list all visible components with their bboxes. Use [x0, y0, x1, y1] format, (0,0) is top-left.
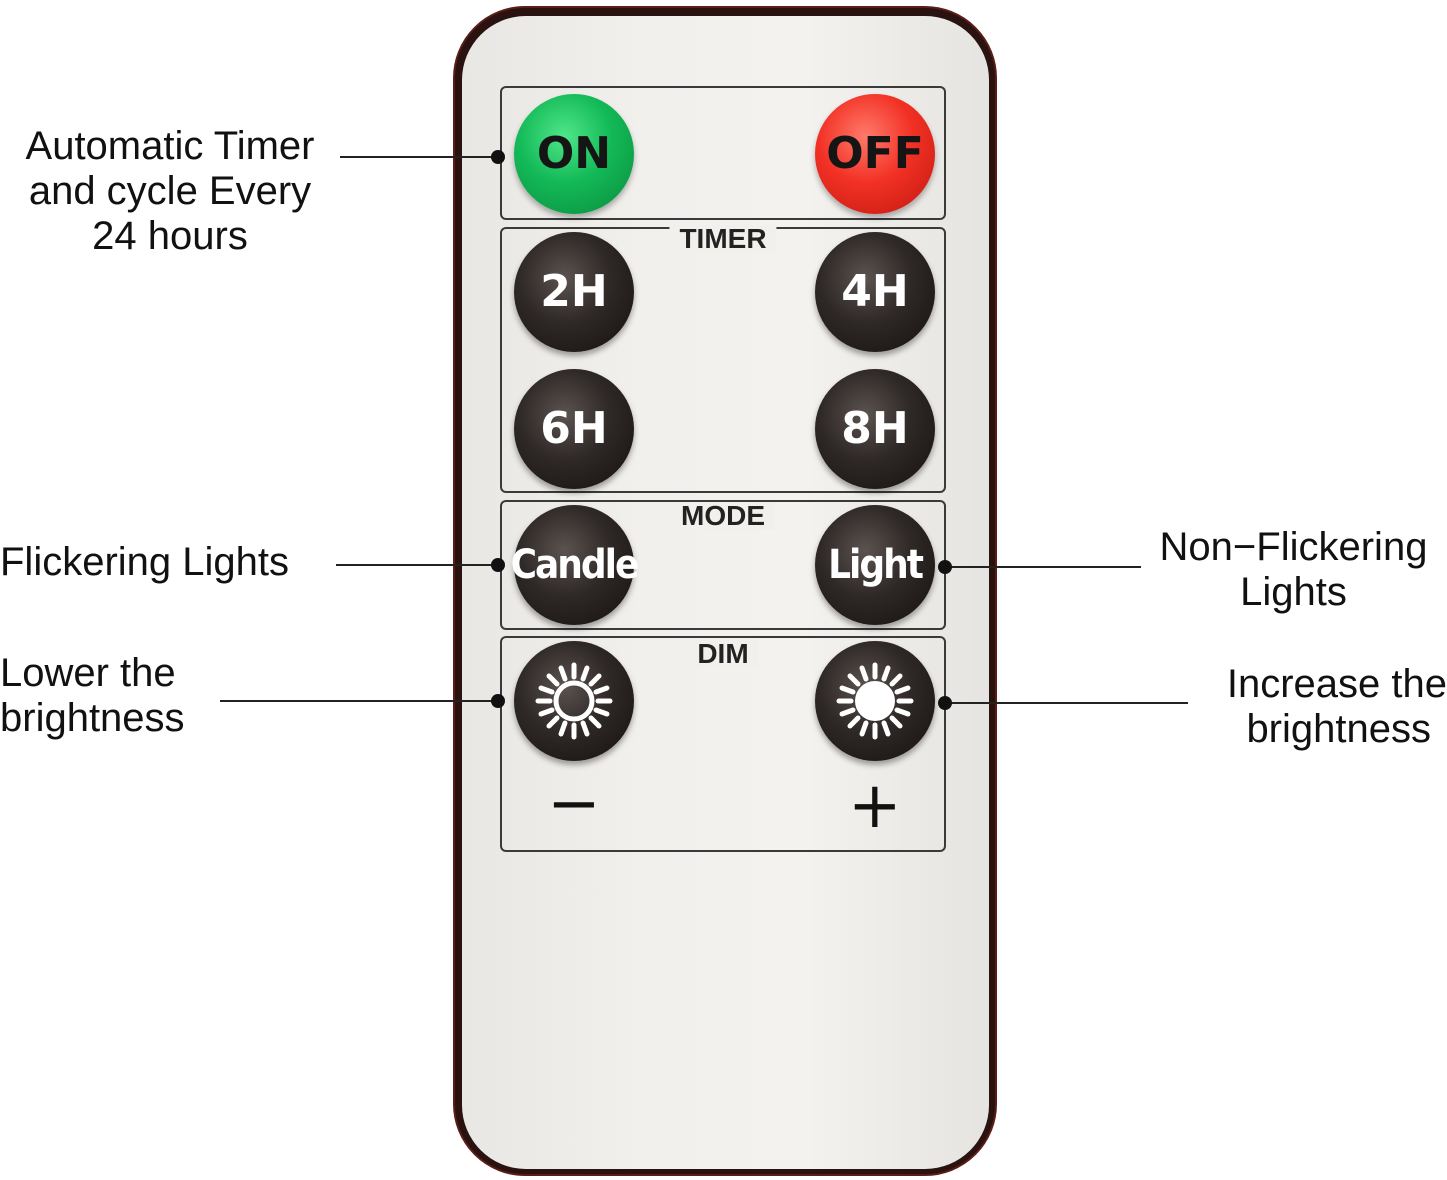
- leader-dot-flickering: [491, 558, 505, 572]
- leader-line-flickering: [336, 564, 498, 566]
- callout-timer-line-2: and cycle Every: [28, 169, 312, 213]
- callout-flickering-text: Flickering Lights: [0, 540, 290, 584]
- callout-lower-line-1: Lower the: [0, 651, 176, 695]
- timer-panel-title: TIMER: [669, 225, 777, 253]
- callout-lower-line-2: brightness: [0, 696, 185, 740]
- candle-mode-label: Candle: [510, 542, 640, 588]
- light-mode-label: Light: [828, 542, 924, 588]
- callout-non-flickering-line-1: Non−Flickering: [1159, 525, 1428, 569]
- timer-4h-button[interactable]: 4H: [815, 232, 935, 352]
- candle-mode-button[interactable]: Candle: [511, 505, 639, 625]
- minus-sign: −: [547, 767, 601, 841]
- off-button-label: OFF: [826, 128, 924, 179]
- callout-non-flickering-line-2: Lights: [1240, 570, 1347, 614]
- dim-panel: DIM: [500, 636, 946, 852]
- leader-dot-timer: [491, 150, 505, 164]
- callout-timer-line-3: 24 hours: [92, 214, 248, 258]
- brightness-down-button[interactable]: [514, 641, 634, 761]
- callout-flickering: Flickering Lights: [0, 540, 289, 585]
- leader-line-non-flickering: [945, 566, 1141, 568]
- on-button-label: ON: [536, 128, 612, 179]
- timer-2h-button[interactable]: 2H: [514, 232, 634, 352]
- light-mode-button[interactable]: Light: [815, 505, 935, 625]
- callout-increase-brightness: Increase the brightness: [1192, 662, 1447, 752]
- leader-line-increase: [945, 702, 1188, 704]
- timer-4h-label: 4H: [841, 266, 909, 317]
- sun-outline-icon: [535, 662, 613, 740]
- callout-non-flickering: Non−Flickering Lights: [1140, 525, 1447, 615]
- callout-timer-line-1: Automatic Timer: [25, 124, 315, 168]
- sun-filled-icon: [836, 662, 914, 740]
- mode-panel-title: MODE: [671, 502, 775, 530]
- timer-2h-label: 2H: [540, 266, 608, 317]
- timer-8h-button[interactable]: 8H: [815, 369, 935, 489]
- dim-panel-title: DIM: [687, 640, 759, 668]
- leader-dot-non-flickering: [938, 560, 952, 574]
- leader-line-lower: [220, 700, 498, 702]
- callout-increase-line-2: brightness: [1246, 707, 1431, 751]
- timer-6h-label: 6H: [540, 403, 608, 454]
- timer-6h-button[interactable]: 6H: [514, 369, 634, 489]
- off-button[interactable]: OFF: [815, 94, 935, 214]
- brightness-up-button[interactable]: [815, 641, 935, 761]
- leader-dot-lower: [491, 694, 505, 708]
- leader-dot-increase: [938, 696, 952, 710]
- on-button[interactable]: ON: [514, 94, 634, 214]
- timer-8h-label: 8H: [841, 403, 909, 454]
- timer-panel: TIMER: [500, 225, 946, 493]
- callout-timer-cycle: Automatic Timer and cycle Every 24 hours: [0, 124, 340, 259]
- callout-lower-brightness: Lower the brightness: [0, 651, 185, 741]
- plus-sign: +: [848, 769, 902, 843]
- callout-increase-line-1: Increase the: [1226, 662, 1447, 706]
- leader-line-timer: [340, 156, 498, 158]
